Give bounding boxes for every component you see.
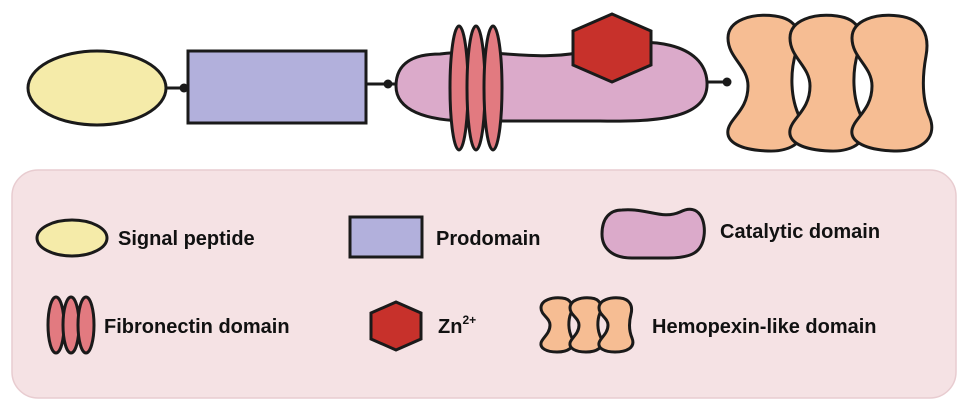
signal-peptide-shape bbox=[26, 49, 168, 127]
fibronectin-repeat bbox=[465, 24, 487, 152]
hemopexin-blade bbox=[850, 13, 934, 153]
legend-signal-peptide-icon bbox=[35, 218, 109, 258]
prodomain-shape bbox=[186, 49, 368, 125]
legend-zinc-icon bbox=[369, 300, 423, 352]
legend-label-signal-peptide: Signal peptide bbox=[118, 228, 255, 250]
legend-hemopexin-icon bbox=[568, 296, 604, 354]
legend-label-hemopexin: Hemopexin-like domain bbox=[652, 316, 877, 338]
catalytic-domain-shape bbox=[394, 40, 709, 123]
domain-chain bbox=[26, 12, 934, 153]
zinc-symbol-text: Zn bbox=[438, 316, 462, 338]
zinc-hexagon bbox=[571, 12, 653, 84]
fibronectin-repeat bbox=[448, 24, 470, 152]
legend-prodomain-icon bbox=[348, 215, 424, 259]
legend-symbols bbox=[35, 208, 706, 355]
legend-fibronectin-icon bbox=[76, 295, 96, 355]
legend-label-prodomain: Prodomain bbox=[436, 228, 540, 250]
linker-dot bbox=[383, 79, 393, 89]
legend-panel bbox=[11, 169, 957, 399]
zinc-charge-superscript: 2+ bbox=[462, 313, 476, 327]
legend-hemopexin-icon bbox=[539, 296, 575, 354]
linker-dot bbox=[179, 83, 189, 93]
legend-label-zinc: Zn2+ bbox=[438, 313, 476, 338]
fibronectin-repeat bbox=[482, 24, 504, 152]
linker-dot bbox=[722, 77, 732, 87]
legend-label-catalytic: Catalytic domain bbox=[720, 221, 880, 243]
legend-hemopexin-icon bbox=[597, 296, 635, 354]
legend-label-fibronectin: Fibronectin domain bbox=[104, 316, 290, 338]
legend-catalytic-icon bbox=[600, 208, 706, 260]
